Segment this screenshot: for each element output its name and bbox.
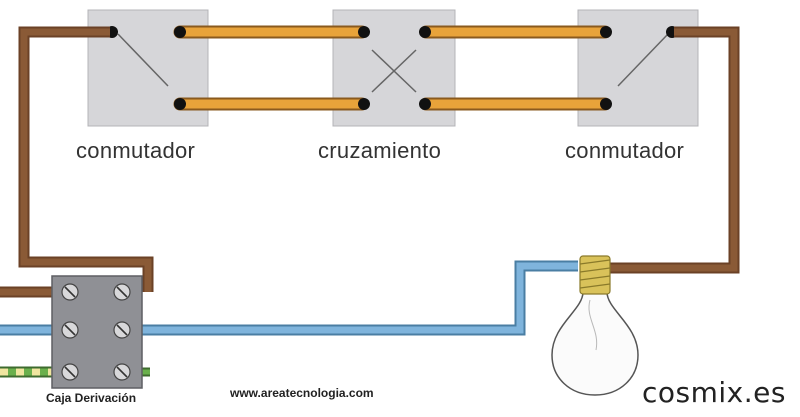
light-bulb-icon [551,255,639,396]
junction-box-label: Caja Derivación [46,391,137,405]
switched-phase-wire [610,28,738,272]
terminal-block-icon [51,275,143,389]
website-caption: www.areatecnologia.com [230,386,374,400]
two-way-switch-icon [117,33,169,87]
neutral-wire-outline [130,260,578,336]
phase-wire-left [20,28,152,292]
watermark: cosmix.es [642,376,786,409]
neutral-wire [130,262,578,334]
supply-wires [0,286,150,378]
traveler-wires [173,25,612,111]
cross-switch-label: cruzamiento [318,138,442,163]
right-switch-label: conmutador [565,138,685,163]
left-switch-label: conmutador [76,138,196,163]
two-way-switch-icon [617,33,669,87]
intermediate-switch-icon [371,49,417,93]
